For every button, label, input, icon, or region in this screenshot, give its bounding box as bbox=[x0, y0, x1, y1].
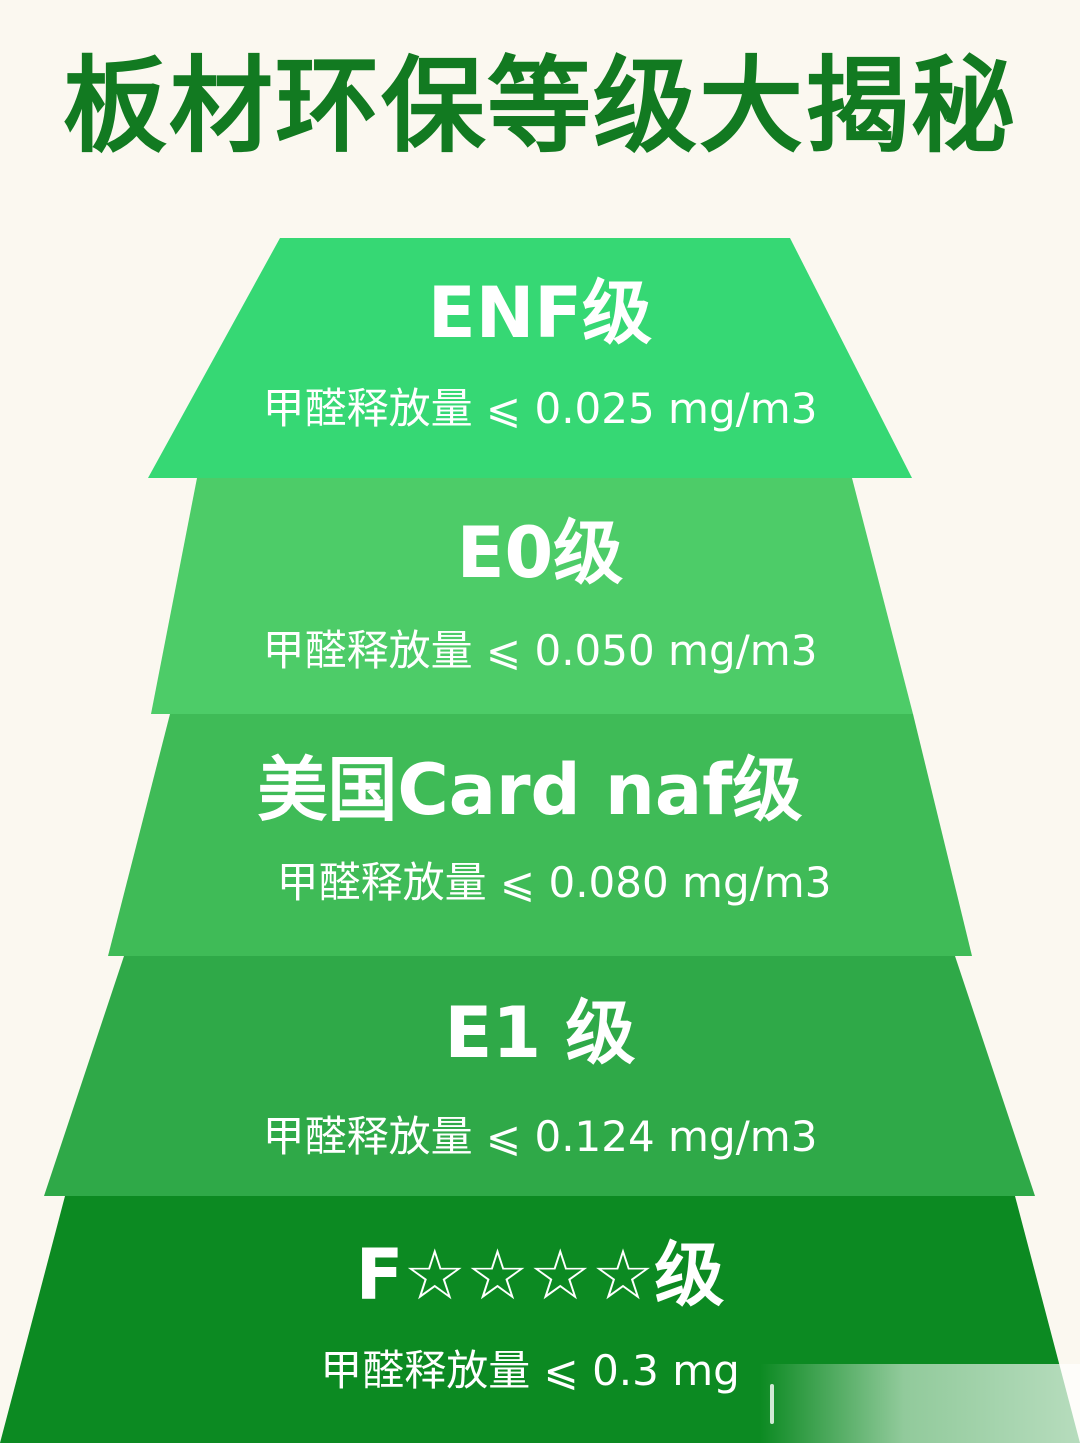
level-limit: 甲醛释放量 ⩽ 0.025 mg/m3 bbox=[262, 384, 818, 433]
tier-carb bbox=[108, 714, 972, 956]
tier-enf bbox=[148, 238, 912, 478]
level-limit: 甲醛释放量 ⩽ 0.3 mg bbox=[320, 1346, 740, 1395]
tier-e0 bbox=[151, 478, 913, 714]
page-title: 板材环保等级大揭秘 bbox=[62, 45, 1017, 167]
tier-e1 bbox=[44, 956, 1035, 1196]
watermark-mark bbox=[770, 1384, 774, 1424]
level-limit: 甲醛释放量 ⩽ 0.050 mg/m3 bbox=[262, 626, 818, 675]
level-limit: 甲醛释放量 ⩽ 0.124 mg/m3 bbox=[262, 1112, 818, 1161]
level-name: F☆☆☆☆级 bbox=[355, 1234, 725, 1316]
level-name: ENF级 bbox=[427, 272, 653, 354]
level-name: 美国Card naf级 bbox=[257, 749, 803, 831]
level-name: E1 级 bbox=[444, 992, 636, 1074]
level-limit: 甲醛释放量 ⩽ 0.080 mg/m3 bbox=[276, 858, 832, 907]
level-name: E0级 bbox=[456, 512, 624, 594]
